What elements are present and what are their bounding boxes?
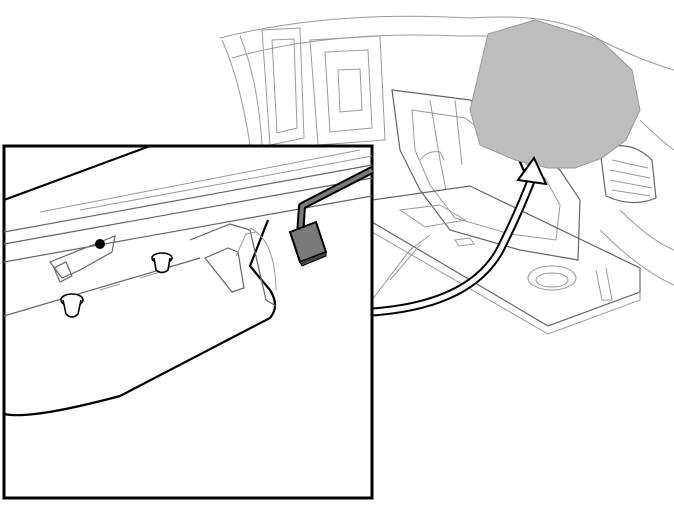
glovebox-wall-right xyxy=(454,99,463,166)
detail-inset-frame xyxy=(2,144,374,500)
dash-right-lower-2 xyxy=(599,229,674,286)
detail-clip-right xyxy=(151,252,173,274)
lid-hinge-left xyxy=(419,151,445,161)
dash-lower-inner xyxy=(389,244,421,281)
glovebox-lid-slot xyxy=(454,237,475,247)
detail-wire-harness-inner xyxy=(298,168,373,237)
cup-holder-inner xyxy=(535,272,569,288)
detail-clip-left xyxy=(60,293,84,318)
detail-glovebox-side xyxy=(189,223,277,307)
dash-lower-left xyxy=(371,234,431,301)
detail-bracket-tab xyxy=(53,261,73,283)
detail-bracket-screw-hole xyxy=(95,239,105,249)
detail-dash-rib-4 xyxy=(79,155,373,211)
glovebox-wall-left xyxy=(429,99,447,191)
side-air-vent xyxy=(599,145,657,204)
electrical-connector-icon xyxy=(288,220,328,267)
glovebox-lid-handle-recess xyxy=(398,204,467,228)
center-console-outline xyxy=(309,35,386,146)
side-air-vent-louver-4 xyxy=(611,189,651,197)
side-air-vent-louver-3 xyxy=(609,179,653,189)
detail-glovebox-latch xyxy=(204,247,245,293)
detail-glovebox-latch-line xyxy=(235,231,257,257)
dash-right-edge xyxy=(639,119,674,151)
detail-dash-rib-1 xyxy=(3,164,373,233)
dash-right-lower xyxy=(619,209,674,251)
cup-holder xyxy=(527,265,577,291)
detail-dash-rib-2 xyxy=(3,177,373,245)
lid-hinge-right xyxy=(595,267,613,301)
glovebox-housing-highlight xyxy=(469,19,641,169)
center-console-inner xyxy=(324,49,373,133)
detail-dash-rib-3 xyxy=(39,149,361,213)
dash-top-contour xyxy=(219,15,674,71)
dash-left-curve xyxy=(221,39,251,146)
detail-dash-lower-edge xyxy=(3,195,373,263)
console-radio-slot xyxy=(337,68,363,113)
dash-left-curve-inner xyxy=(239,35,263,146)
detail-glovebox-inner-curve xyxy=(249,227,277,291)
center-vent-inner xyxy=(271,38,298,134)
detail-dash-upper-edge xyxy=(3,144,151,202)
curved-arrow-icon xyxy=(516,156,548,186)
side-air-vent-louver-2 xyxy=(609,169,651,179)
detail-glovebox-body xyxy=(3,219,277,417)
center-vent-outline xyxy=(261,27,305,146)
detail-inset xyxy=(2,144,374,500)
callout-arrow xyxy=(367,156,548,317)
side-air-vent-louver-1 xyxy=(611,159,649,169)
